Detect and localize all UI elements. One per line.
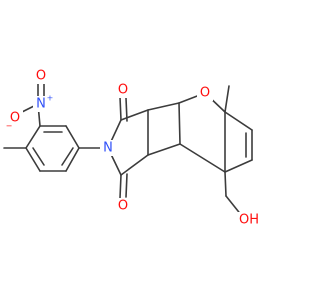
carbonyl-oxygen-bottom-label: O <box>118 199 128 214</box>
nitro-oxygen-left-charge: − <box>6 122 13 131</box>
nitro-nitrogen-charge: + <box>47 94 54 103</box>
carbonyl-oxygen-top-label: O <box>118 83 128 98</box>
bond-ar1-ar2 <box>65 125 80 149</box>
bond-c3-methyl <box>224 85 230 113</box>
bond-ar4-ar5 <box>25 147 41 172</box>
bond-c5-c6 <box>147 143 181 156</box>
bond-bottom-carbonyl-c6 <box>120 154 149 176</box>
bridge-oxygen-label: O <box>200 86 210 101</box>
bond-c2-c5 <box>178 102 181 145</box>
bond-co-top-2 <box>125 97 128 122</box>
bond-c3-c4 <box>224 111 253 131</box>
bond-co-bottom-2 <box>125 173 128 198</box>
molecule-structure: O N O O N + O − O OH <box>3 68 262 228</box>
bond-co-top-1 <box>119 96 122 121</box>
nitro-oxygen-left-label: O <box>10 111 20 126</box>
bond-c1-c2 <box>147 102 180 111</box>
bond-c4b-c5 <box>224 159 253 173</box>
bond-c5b-c5 <box>179 143 226 173</box>
bond-ar-inner-2 <box>32 147 45 166</box>
hydroxyl-label: OH <box>239 213 259 228</box>
atom-label-layer: O N O O N + O − O OH <box>6 68 262 228</box>
bond-co-bottom-1 <box>119 174 122 199</box>
bond-ar3-ar4 <box>25 125 41 149</box>
bond-ar6-ar1 <box>65 147 80 172</box>
bond-c5b-ch2 <box>224 171 227 197</box>
imide-nitrogen-label: N <box>103 141 113 156</box>
nitro-nitrogen-label: N <box>36 97 46 112</box>
bond-ar-inner-3 <box>61 147 74 166</box>
nitro-oxygen-top-label: O <box>36 69 46 84</box>
bond-c1-carbonyl-top <box>120 109 149 121</box>
